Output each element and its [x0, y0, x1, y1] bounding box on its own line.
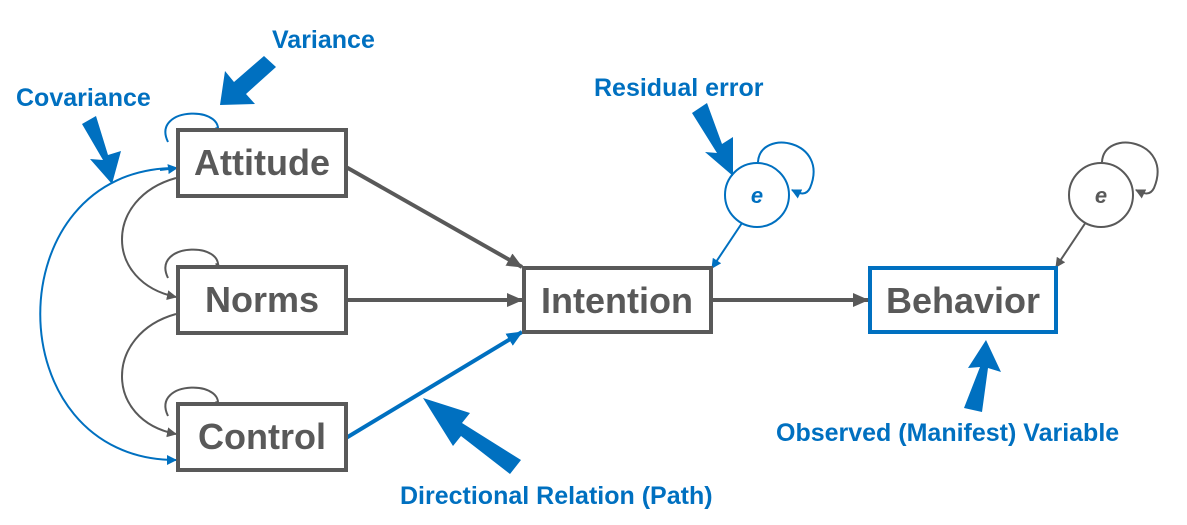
callout-arrow-residual — [692, 103, 733, 176]
covariance-attitude-norms — [121, 177, 177, 301]
node-norms: Norms — [176, 265, 348, 335]
callout-arrow-covariance — [82, 116, 121, 184]
path-attitude-intention — [345, 165, 523, 269]
node-intention-label: Intention — [541, 280, 693, 321]
error-path-behavior — [1055, 221, 1087, 268]
callout-arrow-path — [423, 398, 521, 474]
variance-loop-error-intention — [757, 141, 815, 199]
callout-arrow-observed — [964, 340, 1001, 412]
error-intention-label: e — [751, 183, 763, 208]
variance-loop-attitude — [164, 112, 225, 143]
node-control-label: Control — [198, 416, 326, 457]
node-attitude-label: Attitude — [194, 142, 330, 183]
label-observed-variable: Observed (Manifest) Variable — [776, 419, 1119, 447]
covariance-arrowhead-attitude — [159, 164, 178, 175]
variance-loop-error-behavior — [1101, 141, 1159, 199]
covariance-norms-control — [121, 313, 177, 438]
path-control-intention — [344, 330, 524, 440]
error-circle-behavior: e — [1068, 162, 1134, 228]
node-behavior: Behavior — [868, 266, 1058, 334]
label-residual-error: Residual error — [594, 74, 764, 102]
covariance-attitude-control — [39, 167, 177, 465]
label-directional-path: Directional Relation (Path) — [400, 482, 713, 510]
label-covariance: Covariance — [16, 84, 151, 112]
node-norms-label: Norms — [205, 279, 319, 320]
error-behavior-label: e — [1095, 183, 1107, 208]
error-circle-intention: e — [724, 162, 790, 228]
callout-arrow-variance — [220, 56, 276, 105]
node-attitude: Attitude — [176, 128, 348, 198]
node-behavior-label: Behavior — [886, 280, 1040, 321]
node-control: Control — [176, 402, 348, 472]
error-path-intention — [711, 222, 743, 269]
label-variance: Variance — [272, 26, 375, 54]
variance-loop-norms — [164, 248, 225, 279]
variance-loop-control — [164, 386, 225, 417]
node-intention: Intention — [522, 266, 713, 334]
